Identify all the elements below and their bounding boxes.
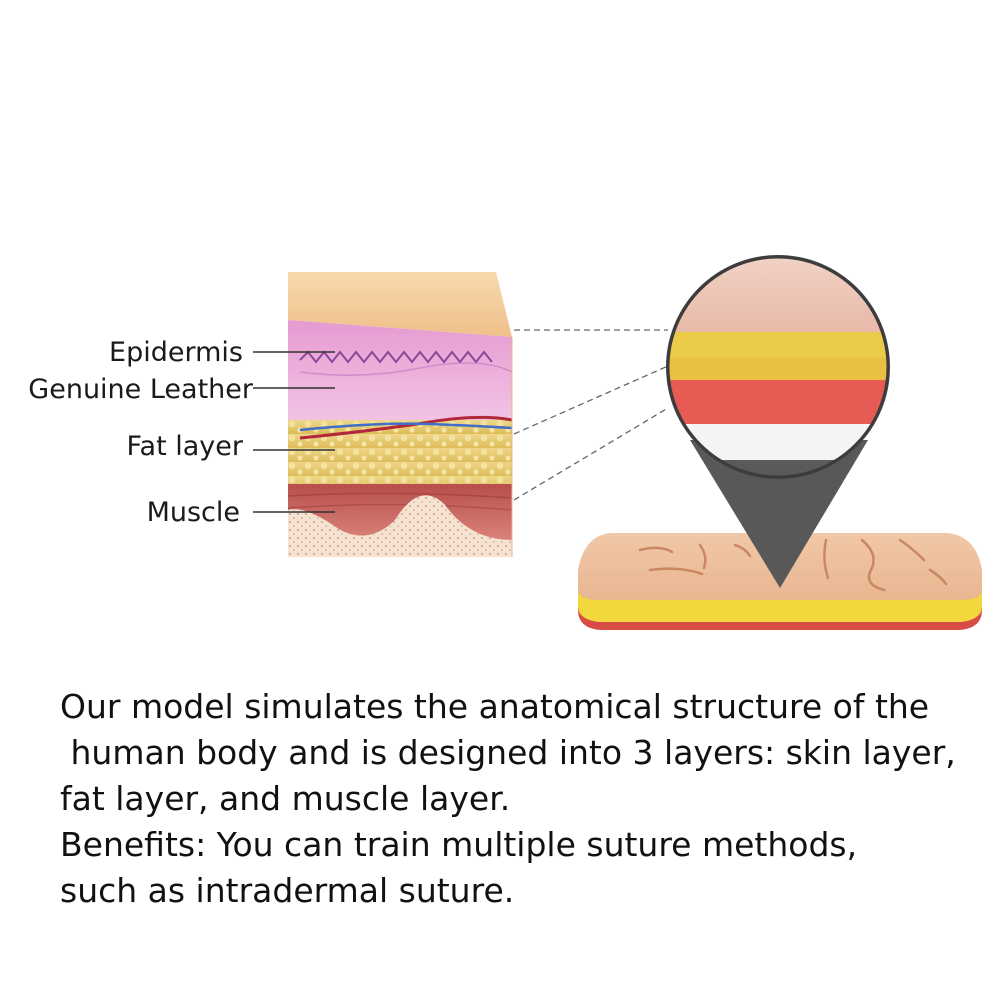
description-line-1: Our model simulates the anatomical struc… [60, 687, 930, 726]
bone-layer [288, 495, 512, 557]
skin-block [288, 272, 513, 557]
description-line-5: such as intradermal suture. [60, 871, 515, 910]
description-line-2: human body and is designed into 3 layers… [60, 733, 956, 772]
circle-muscle-band [668, 380, 888, 424]
description-line-4: Benefits: You can train multiple suture … [60, 825, 858, 864]
muscle-layer [288, 484, 512, 540]
zoom-connectors [513, 329, 669, 501]
label-leaders [253, 351, 335, 513]
description-text: Our model simulates the anatomical struc… [60, 684, 990, 914]
label-fat-layer: Fat layer [126, 431, 243, 462]
pin-tip [690, 440, 868, 588]
label-epidermis: Epidermis [109, 337, 243, 368]
label-muscle: Muscle [147, 497, 240, 528]
skin-block-top [288, 272, 512, 337]
label-genuine-leather: Genuine Leather [28, 374, 254, 405]
fat-layer [288, 420, 512, 488]
description-line-3: fat layer, and muscle layer. [60, 779, 511, 818]
